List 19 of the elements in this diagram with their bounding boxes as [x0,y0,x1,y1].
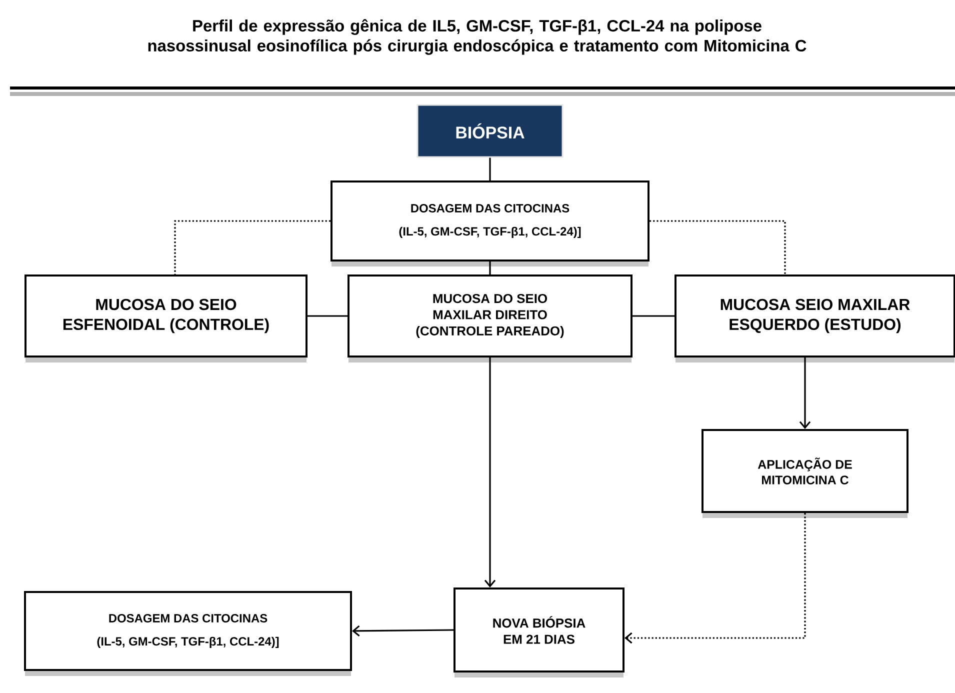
connector-line [632,315,674,317]
process-box: MUCOSA SEIO MAXILAR ESQUERDO (ESTUDO) [674,274,955,362]
process-box: APLICAÇÃO DE MITOMICINA C [702,429,908,518]
arrow [799,358,811,429]
connector-line [489,262,491,274]
connector-line [174,220,330,274]
process-box: MUCOSA DO SEIO ESFENOIDAL (CONTROLE) [24,274,308,362]
connector-line [489,158,491,180]
process-box: DOSAGEM DAS CITOCINAS (IL-5, GM-CSF, TGF-β1, CCL-24)] [330,180,650,266]
process-box: MUCOSA DO SEIO MAXILAR DIREITO (CONTROLE PAREADO) [348,274,632,362]
arrow [484,358,496,588]
connector-line [650,220,786,274]
process-box: DOSAGEM DAS CITOCINAS (IL-5, GM-CSF, TGF-β1, CCL-24)] [24,591,352,676]
process-box: NOVA BIÓPSIA EM 21 DIAS [454,588,624,678]
process-box: BIÓPSIA [416,104,564,158]
arrow [352,625,454,637]
connector-line [308,315,348,317]
title: Perfil de expressão gênica de IL5, GM-CSF, TGF-β1, CCL-24 na polipose nasossinusal eosinofílica pós cirurgia endoscópica e tratamento com Mitomicina C [148,19,806,55]
arrow [624,513,806,644]
